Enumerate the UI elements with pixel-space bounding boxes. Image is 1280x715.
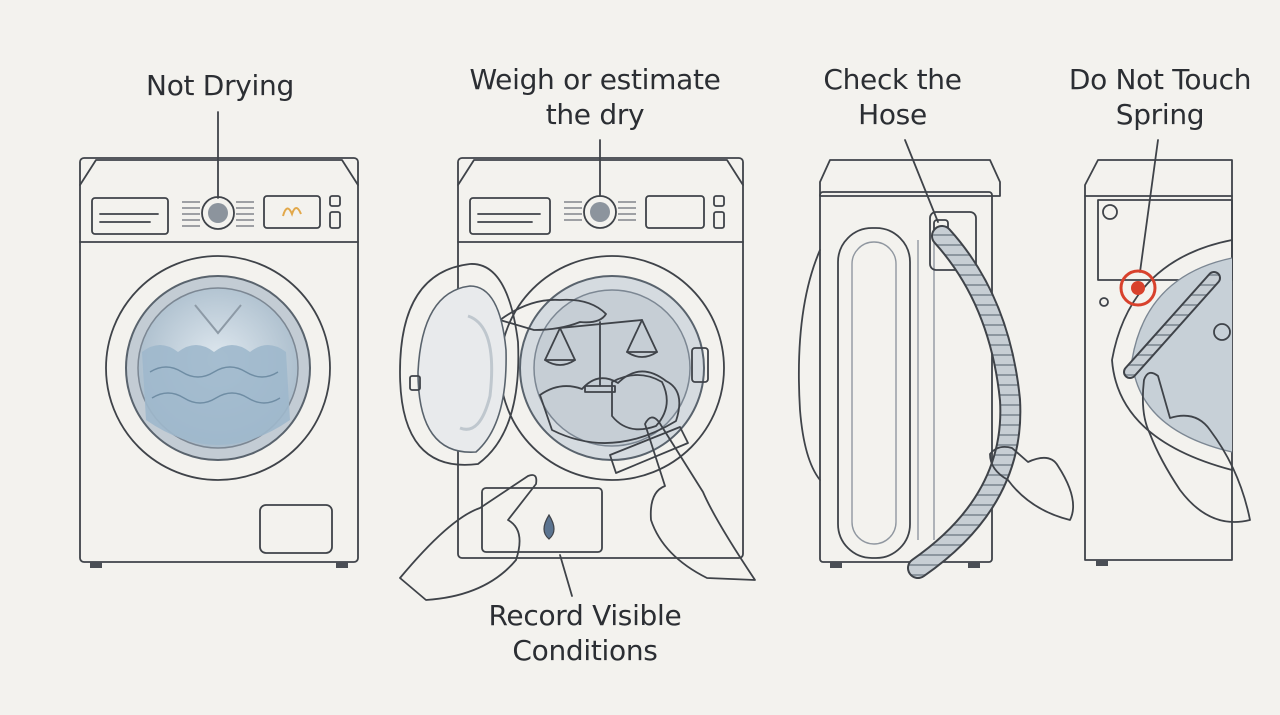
clothes <box>539 370 681 444</box>
label-check-hose: Check the Hose <box>800 62 985 132</box>
hand-scale <box>499 298 607 331</box>
panel-not-drying <box>79 111 359 568</box>
water <box>142 345 290 445</box>
hand-hose <box>989 445 1074 521</box>
suspension-spring-icon <box>1123 271 1221 379</box>
label-hose-line1: Check the <box>823 63 962 96</box>
dial-knob <box>201 196 235 230</box>
label-not-drying-text: Not Drying <box>146 69 294 102</box>
warning-display-icon <box>282 207 302 217</box>
label-hose-line2: Hose <box>858 98 927 131</box>
water-drop-icon <box>543 513 555 540</box>
detergent-drawer <box>91 197 169 235</box>
filter-drawer <box>481 487 603 553</box>
label-do-not-touch-spring: Do Not Touch Spring <box>1060 62 1260 132</box>
filter-cover <box>259 504 333 554</box>
panel-weigh-record <box>399 139 756 601</box>
label-record-line2: Conditions <box>512 634 658 667</box>
hand-spring <box>1141 371 1251 523</box>
washer-side <box>819 191 993 563</box>
panel-spring <box>1084 139 1251 566</box>
leader-line-hose <box>904 139 939 223</box>
washer-top <box>79 159 359 186</box>
red-warning-circle-icon <box>1119 269 1157 307</box>
label-weigh-line1: Weigh or estimate <box>469 63 721 96</box>
label-not-drying: Not Drying <box>120 68 320 103</box>
right-hand <box>644 416 756 581</box>
display-panel <box>263 195 321 229</box>
balance-scale-icon <box>544 319 658 393</box>
leader-line-record <box>559 554 573 597</box>
drain-hose <box>909 227 1020 577</box>
door-edge <box>798 249 821 481</box>
washer-body <box>79 157 359 563</box>
label-weigh-line2: the dry <box>545 98 645 131</box>
leader-line-spring <box>1139 139 1159 273</box>
open-door <box>399 263 520 466</box>
panel-check-hose <box>798 139 1074 579</box>
dial-knob-2 <box>583 195 617 229</box>
label-record-conditions: Record Visible Conditions <box>470 598 700 668</box>
left-hand <box>399 474 538 601</box>
door-ring <box>105 255 331 481</box>
drum-ring <box>1111 239 1233 471</box>
label-spring-line1: Do Not Touch <box>1068 63 1252 96</box>
hose-bracket <box>929 211 977 271</box>
label-weigh-estimate: Weigh or estimate the dry <box>455 62 735 132</box>
label-spring-line2: Spring <box>1115 98 1205 131</box>
label-record-line1: Record Visible <box>488 599 682 632</box>
